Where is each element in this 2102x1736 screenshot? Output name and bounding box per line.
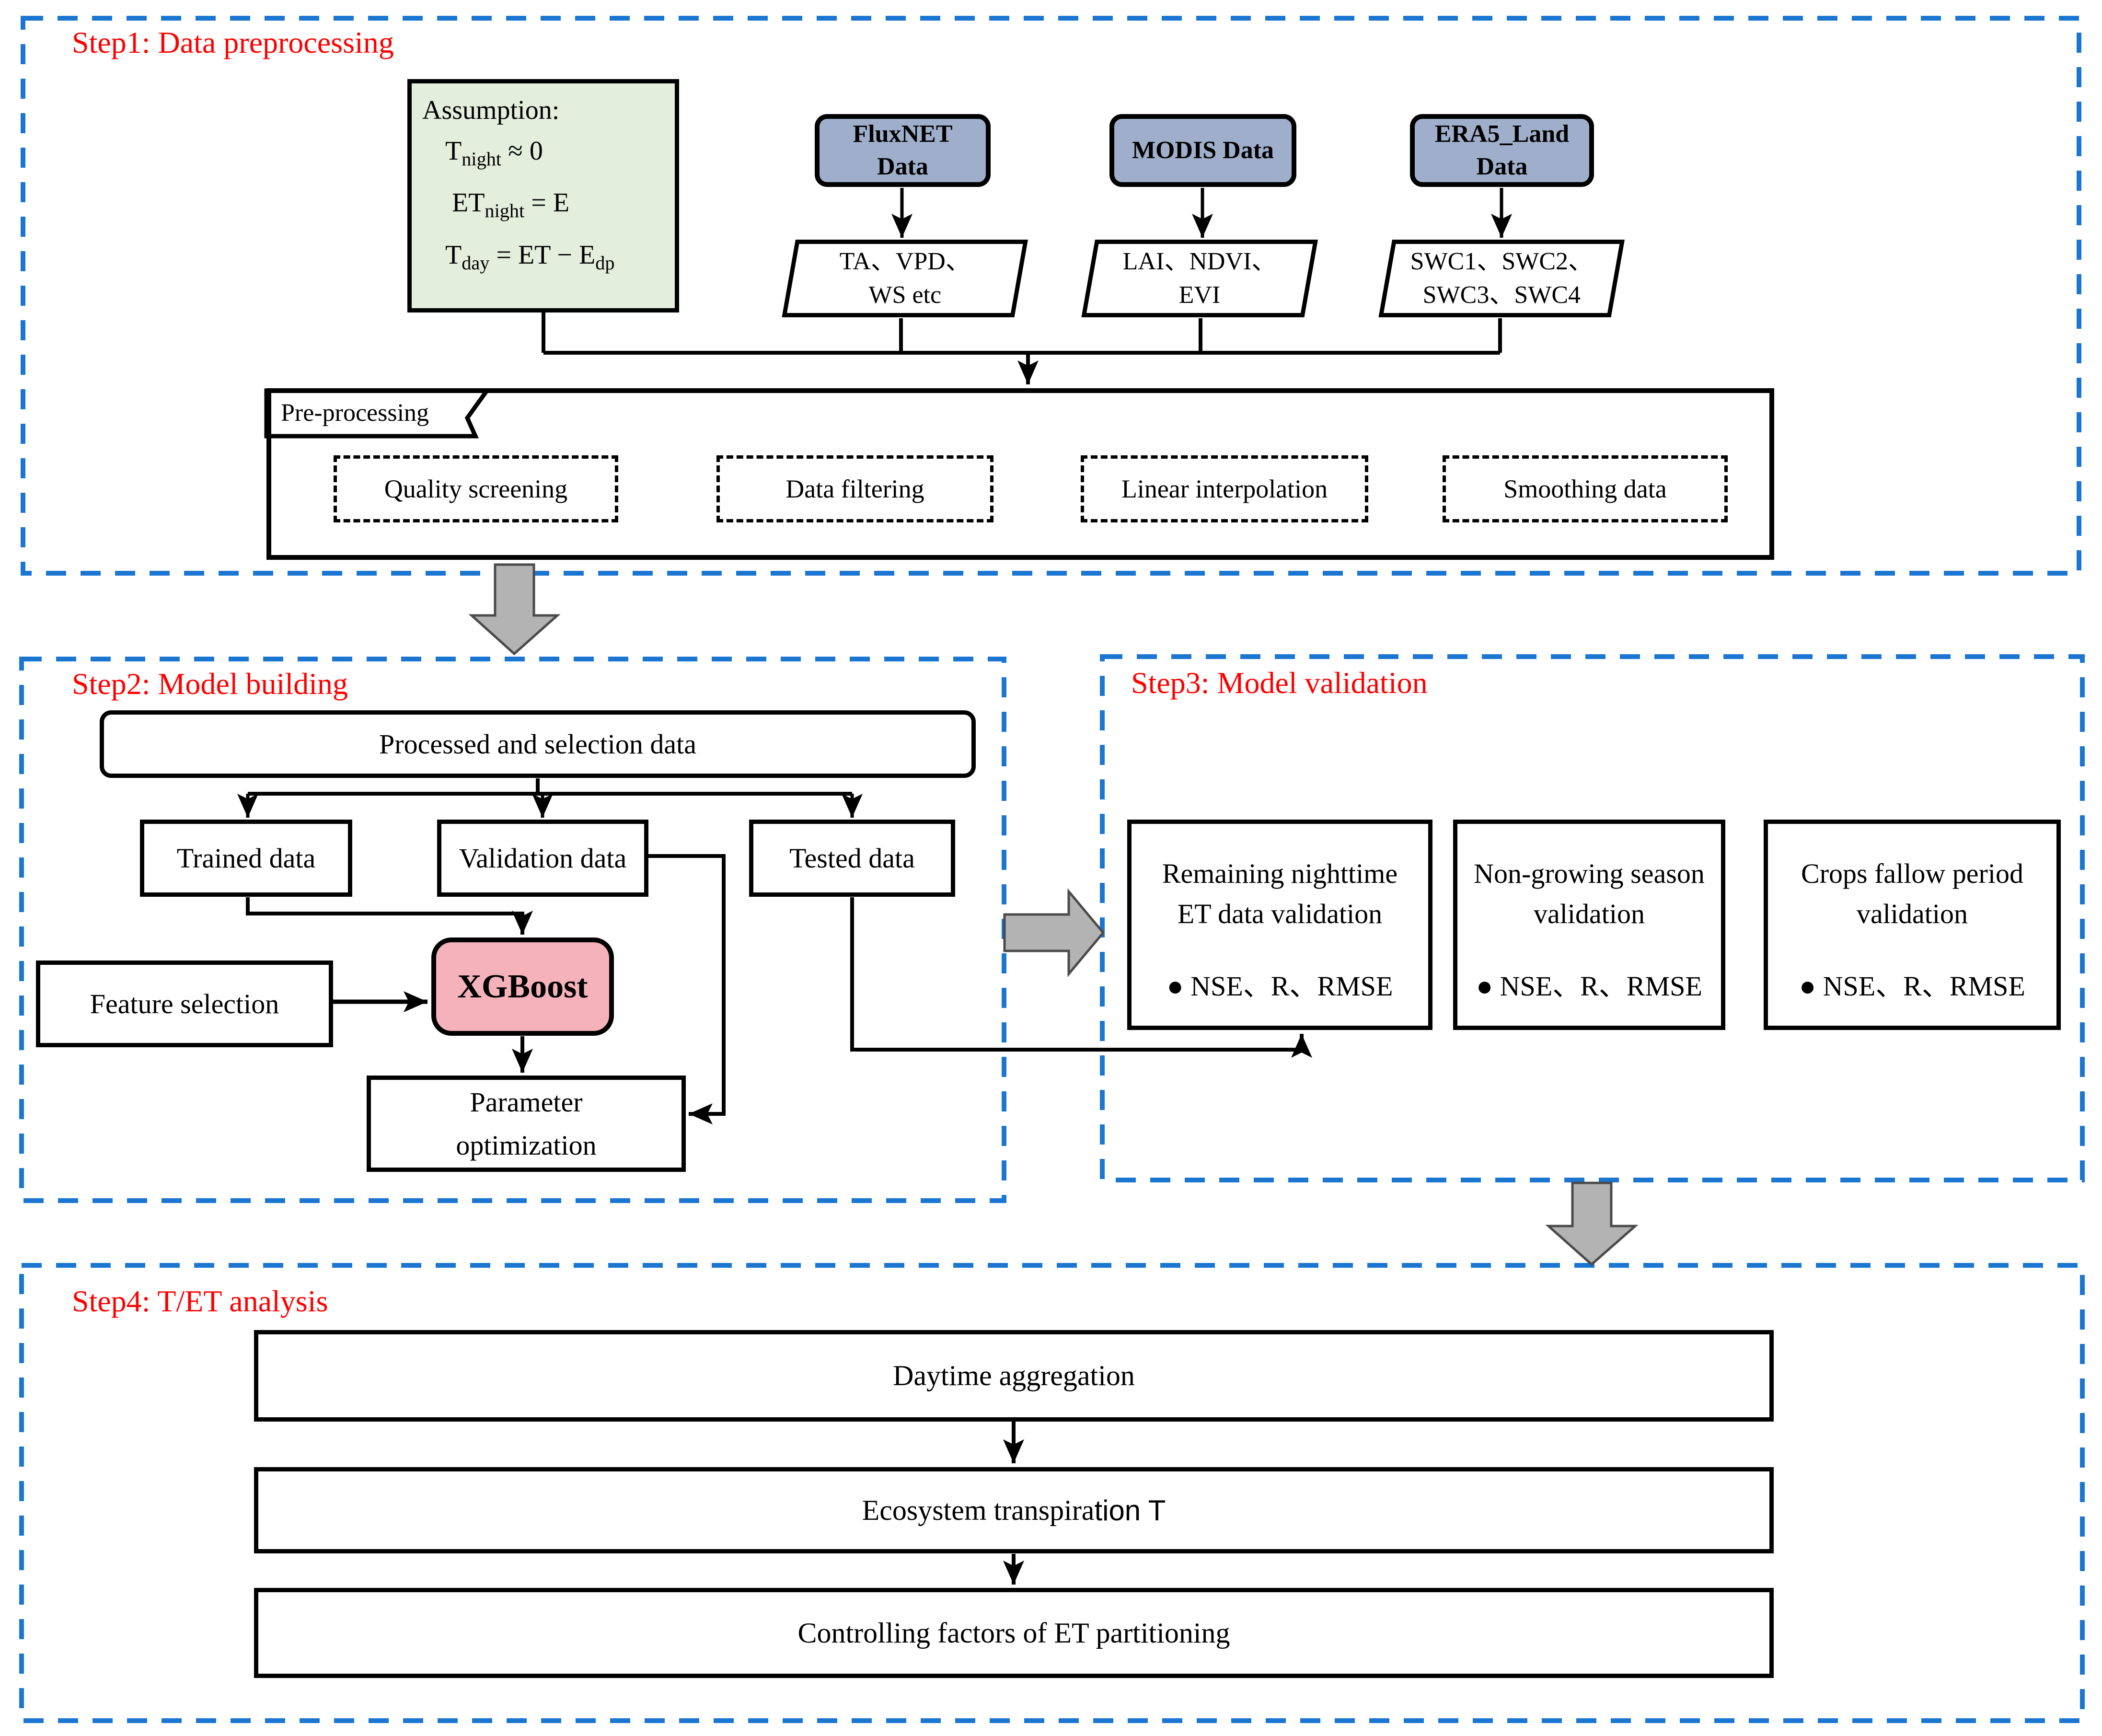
fluxnet-variables-parallelogram: TA、VPD、WS etc [782,240,1028,317]
step2-title: Step2: Model building [72,667,348,701]
modis-data-box: MODIS Data [1109,114,1296,187]
preprocessing-tab-label: Pre-processing [281,399,429,427]
line-tested-to-validation-box [850,897,1312,1058]
assumption-line-1: Tnight ≈ 0 [445,136,543,170]
modis-label: MODIS Data [1132,137,1274,164]
fluxnet-variables-text: TA、VPD、WS etc [839,247,970,309]
bullet-icon: ● [1476,971,1493,1002]
tested-data-box: Tested data [749,820,955,897]
fluxnet-label-line1: FluxNET [853,120,953,148]
step3-container-border [1100,654,2085,1182]
line-trained-to-xgboost [246,897,533,935]
era5-variables-text: SWC1、SWC2、SWC3、SWC4 [1410,247,1593,309]
ecosystem-transpiration-label-sans: tion T [1094,1494,1166,1527]
modis-variables-parallelogram: LAI、NDVI、EVI [1081,240,1318,317]
modis-variables-text: LAI、NDVI、EVI [1122,247,1277,309]
feature-selection-box: Feature selection [36,961,333,1047]
bus-line-step1 [542,312,1502,355]
assumption-heading-text: Assumption: [422,95,560,125]
controlling-factors-label: Controlling factors of ET partitioning [797,1617,1230,1649]
step4-container-border [19,1263,2085,1723]
assumption-line-2: ETnight = E [452,188,570,222]
bullet-icon: ● [1166,971,1184,1002]
assumption-line-3: Tday = ET − Edp [445,240,615,274]
daytime-aggregation-box: Daytime aggregation [254,1330,1774,1422]
era5-label-line1: ERA5_Land [1434,120,1570,148]
assumption-box: Assumption: Tnight ≈ 0 ETnight = E Tday … [407,79,679,312]
crops-fallow-metrics: ● NSE、R、RMSE [1799,971,2025,1002]
daytime-aggregation-label: Daytime aggregation [893,1360,1135,1391]
line-validation-to-param [648,854,726,1124]
preprocessing-container [266,388,1774,560]
block-arrow-step1-to-step2 [468,563,561,656]
trained-data-box: Trained data [140,820,352,897]
fluxnet-data-box: FluxNET Data [815,114,991,187]
parameter-optimization-line2: optimization [456,1129,597,1161]
parameter-optimization-line1: Parameter [470,1086,583,1118]
step3-title: Step3: Model validation [1131,666,1428,700]
controlling-factors-box: Controlling factors of ET partitioning [254,1588,1774,1678]
remaining-nighttime-metrics: ● NSE、R、RMSE [1166,971,1393,1002]
fluxnet-label-line2: Data [877,153,928,180]
block-arrow-step2-to-step3 [1003,888,1105,977]
block-arrow-step3-to-step4 [1545,1181,1639,1266]
era5-land-data-box: ERA5_Land Data [1410,114,1594,187]
step1-container-border [21,16,2081,576]
preprocessing-item-quality-screening: Quality screening [334,455,618,522]
bus-line-step2 [248,778,852,796]
validation-data-box: Validation data [437,820,648,897]
processed-data-box: Processed and selection data [100,710,976,778]
preprocessing-item-smoothing-data: Smoothing data [1443,455,1728,522]
era5-variables-parallelogram: SWC1、SWC2、SWC3、SWC4 [1378,240,1625,317]
non-growing-season-metrics: ● NSE、R、RMSE [1476,971,1702,1002]
xgboost-box: XGBoost [431,937,614,1036]
era5-label-line2: Data [1476,153,1528,180]
preprocessing-item-linear-interpolation: Linear interpolation [1081,455,1368,522]
parameter-optimization-box: Parameter optimization [367,1076,686,1172]
bullet-icon: ● [1799,971,1816,1002]
ecosystem-transpiration-label-serif: Ecosystem transpira [862,1494,1095,1526]
preprocessing-item-data-filtering: Data filtering [716,455,993,522]
step4-title: Step4: T/ET analysis [72,1284,328,1318]
step1-title: Step1: Data preprocessing [72,25,394,59]
